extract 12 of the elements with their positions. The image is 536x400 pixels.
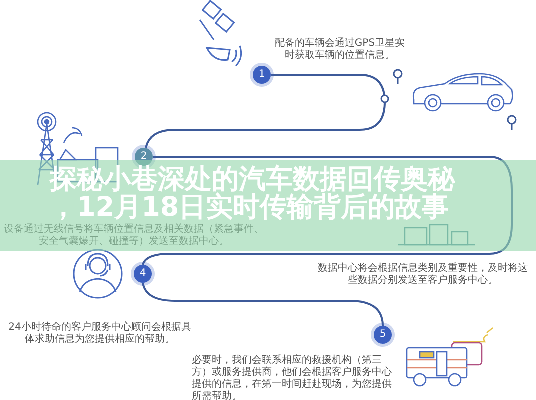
step-number-marker: 4 [134,265,152,283]
path-line [142,282,384,326]
description-text: 必要时，我们会联系相应的救援机构（第三方）或服务提供商，他们会根据客户服务中心提供的信息，在第一时间赶赴现场，为您提供所需帮助。 [192,355,393,400]
step-number-marker: 2 [135,148,153,166]
description-text: 数据中心将会根据信息类别及重要性，及时将这些数据分别发送至客户服务中心。 [318,263,528,287]
step-number-marker: 1 [253,66,271,84]
description-text: 设备通过无线信号将车辆位置信息及相关数据（紧急事件、安全气囊爆开、碰撞等）发送至数据中心。 [4,224,264,248]
description-text: 24小时待命的客户服务中心顾问会根据具体求助信息为您提供相应的帮助。 [8,322,192,346]
path-line [142,156,513,266]
step-number-marker: 5 [374,326,392,344]
path-line [145,74,386,148]
description-text: 配备的车辆会通过GPS卫星实时获取车辆的位置信息。 [274,38,406,62]
